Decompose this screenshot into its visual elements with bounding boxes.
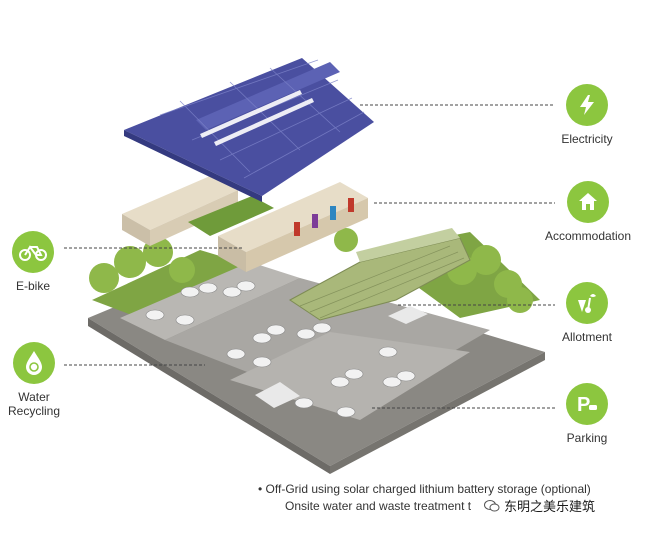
feature-allotment: Allotment	[557, 282, 617, 344]
allotment-greenhouse	[289, 228, 471, 321]
feature-accommodation: Accommodation	[540, 181, 636, 243]
wechat-icon	[484, 499, 500, 511]
leader-lines	[64, 104, 555, 409]
recycle-drop-icon	[13, 342, 55, 384]
electricity-label: Electricity	[561, 132, 613, 146]
buildings	[122, 176, 368, 272]
accommodation-label: Accommodation	[544, 229, 632, 243]
feature-parking: P Parking	[557, 383, 617, 445]
feature-water-recycling: Water Recycling	[4, 342, 64, 418]
water-recycling-label: Water Recycling	[7, 390, 61, 418]
parked-cars	[145, 280, 416, 418]
allotment-label: Allotment	[561, 330, 613, 344]
footnote-line-1: • Off-Grid using solar charged lithium b…	[258, 482, 591, 496]
footnote: • Off-Grid using solar charged lithium b…	[258, 481, 591, 515]
feature-ebike: E-bike	[8, 231, 58, 293]
watermark-text: 东明之美乐建筑	[504, 499, 596, 514]
vegetables-icon	[566, 282, 608, 324]
lightning-icon	[566, 84, 608, 126]
ebike-label: E-bike	[15, 279, 50, 293]
feature-electricity: Electricity	[557, 84, 617, 146]
parking-label: Parking	[566, 431, 608, 445]
house-icon	[567, 181, 609, 223]
bicycle-icon	[12, 231, 54, 273]
trees	[89, 228, 533, 313]
solar-roof	[124, 58, 374, 202]
svg-text:P: P	[577, 394, 590, 416]
watermark: 东明之美乐建筑	[481, 496, 599, 515]
parking-icon: P	[566, 383, 608, 425]
footnote-line-2: Onsite water and waste treatment t	[285, 499, 472, 513]
